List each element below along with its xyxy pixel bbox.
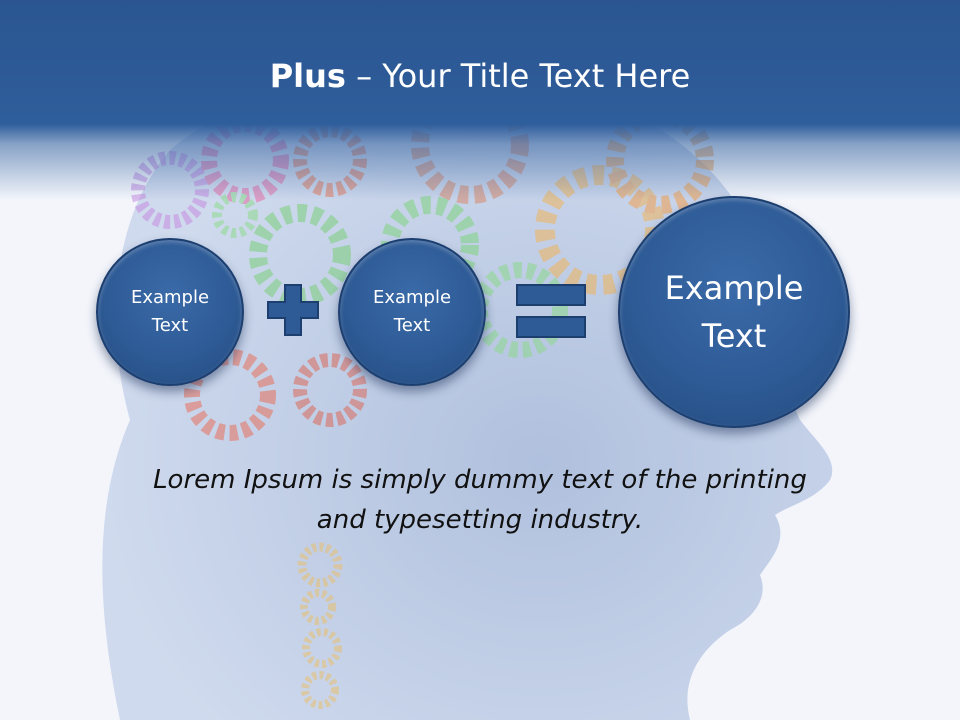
- example-circle-result[interactable]: Example Text: [618, 196, 850, 428]
- gear-icon: [297, 542, 343, 588]
- circle-label: Example Text: [372, 287, 452, 336]
- gear-icon: [184, 349, 276, 441]
- equals-icon: [516, 284, 586, 338]
- gear-icon: [301, 671, 339, 709]
- gear-icon: [472, 262, 568, 358]
- header-band: [0, 0, 960, 200]
- circle-label: Example Text: [664, 269, 804, 355]
- gear-icon: [300, 589, 336, 625]
- example-circle-2[interactable]: Example Text: [338, 238, 486, 386]
- circle-label: Example Text: [130, 287, 210, 336]
- gear-icon: [302, 628, 342, 668]
- example-circle-1[interactable]: Example Text: [96, 238, 244, 386]
- title-rest: – Your Title Text Here: [345, 57, 691, 95]
- title-bold: Plus: [269, 57, 346, 95]
- plus-icon: [267, 284, 319, 336]
- gear-icon: [293, 353, 367, 427]
- slide-title: Plus – Your Title Text Here: [0, 52, 960, 100]
- caption-text: Lorem Ipsum is simply dummy text of the …: [153, 465, 807, 535]
